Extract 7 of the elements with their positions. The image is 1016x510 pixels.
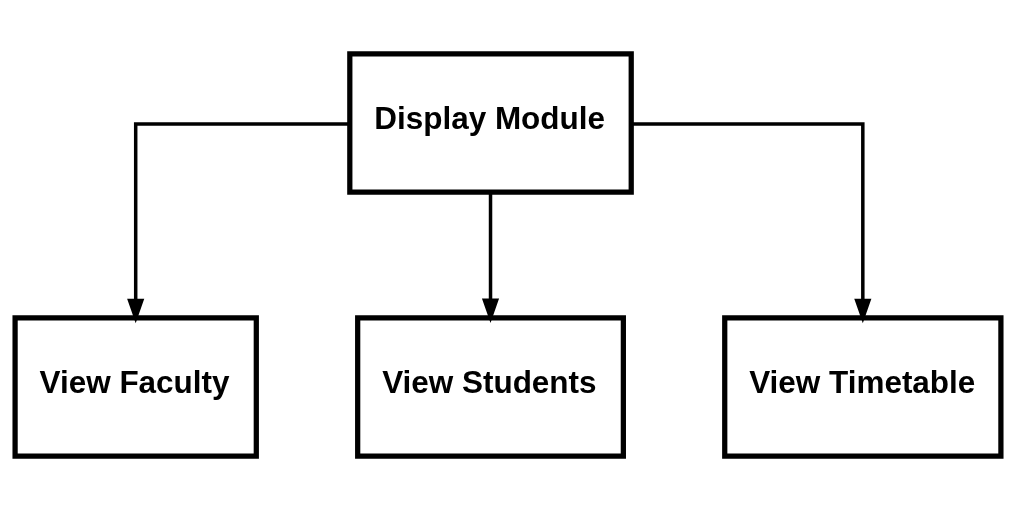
arrow xyxy=(631,122,872,324)
arrow xyxy=(127,122,350,324)
node-box: View Faculty xyxy=(12,315,259,459)
node-box: View Students xyxy=(355,315,626,459)
node-box: View Timetable xyxy=(722,315,1004,459)
node-box: Display Module xyxy=(347,51,634,195)
arrow xyxy=(481,192,500,323)
